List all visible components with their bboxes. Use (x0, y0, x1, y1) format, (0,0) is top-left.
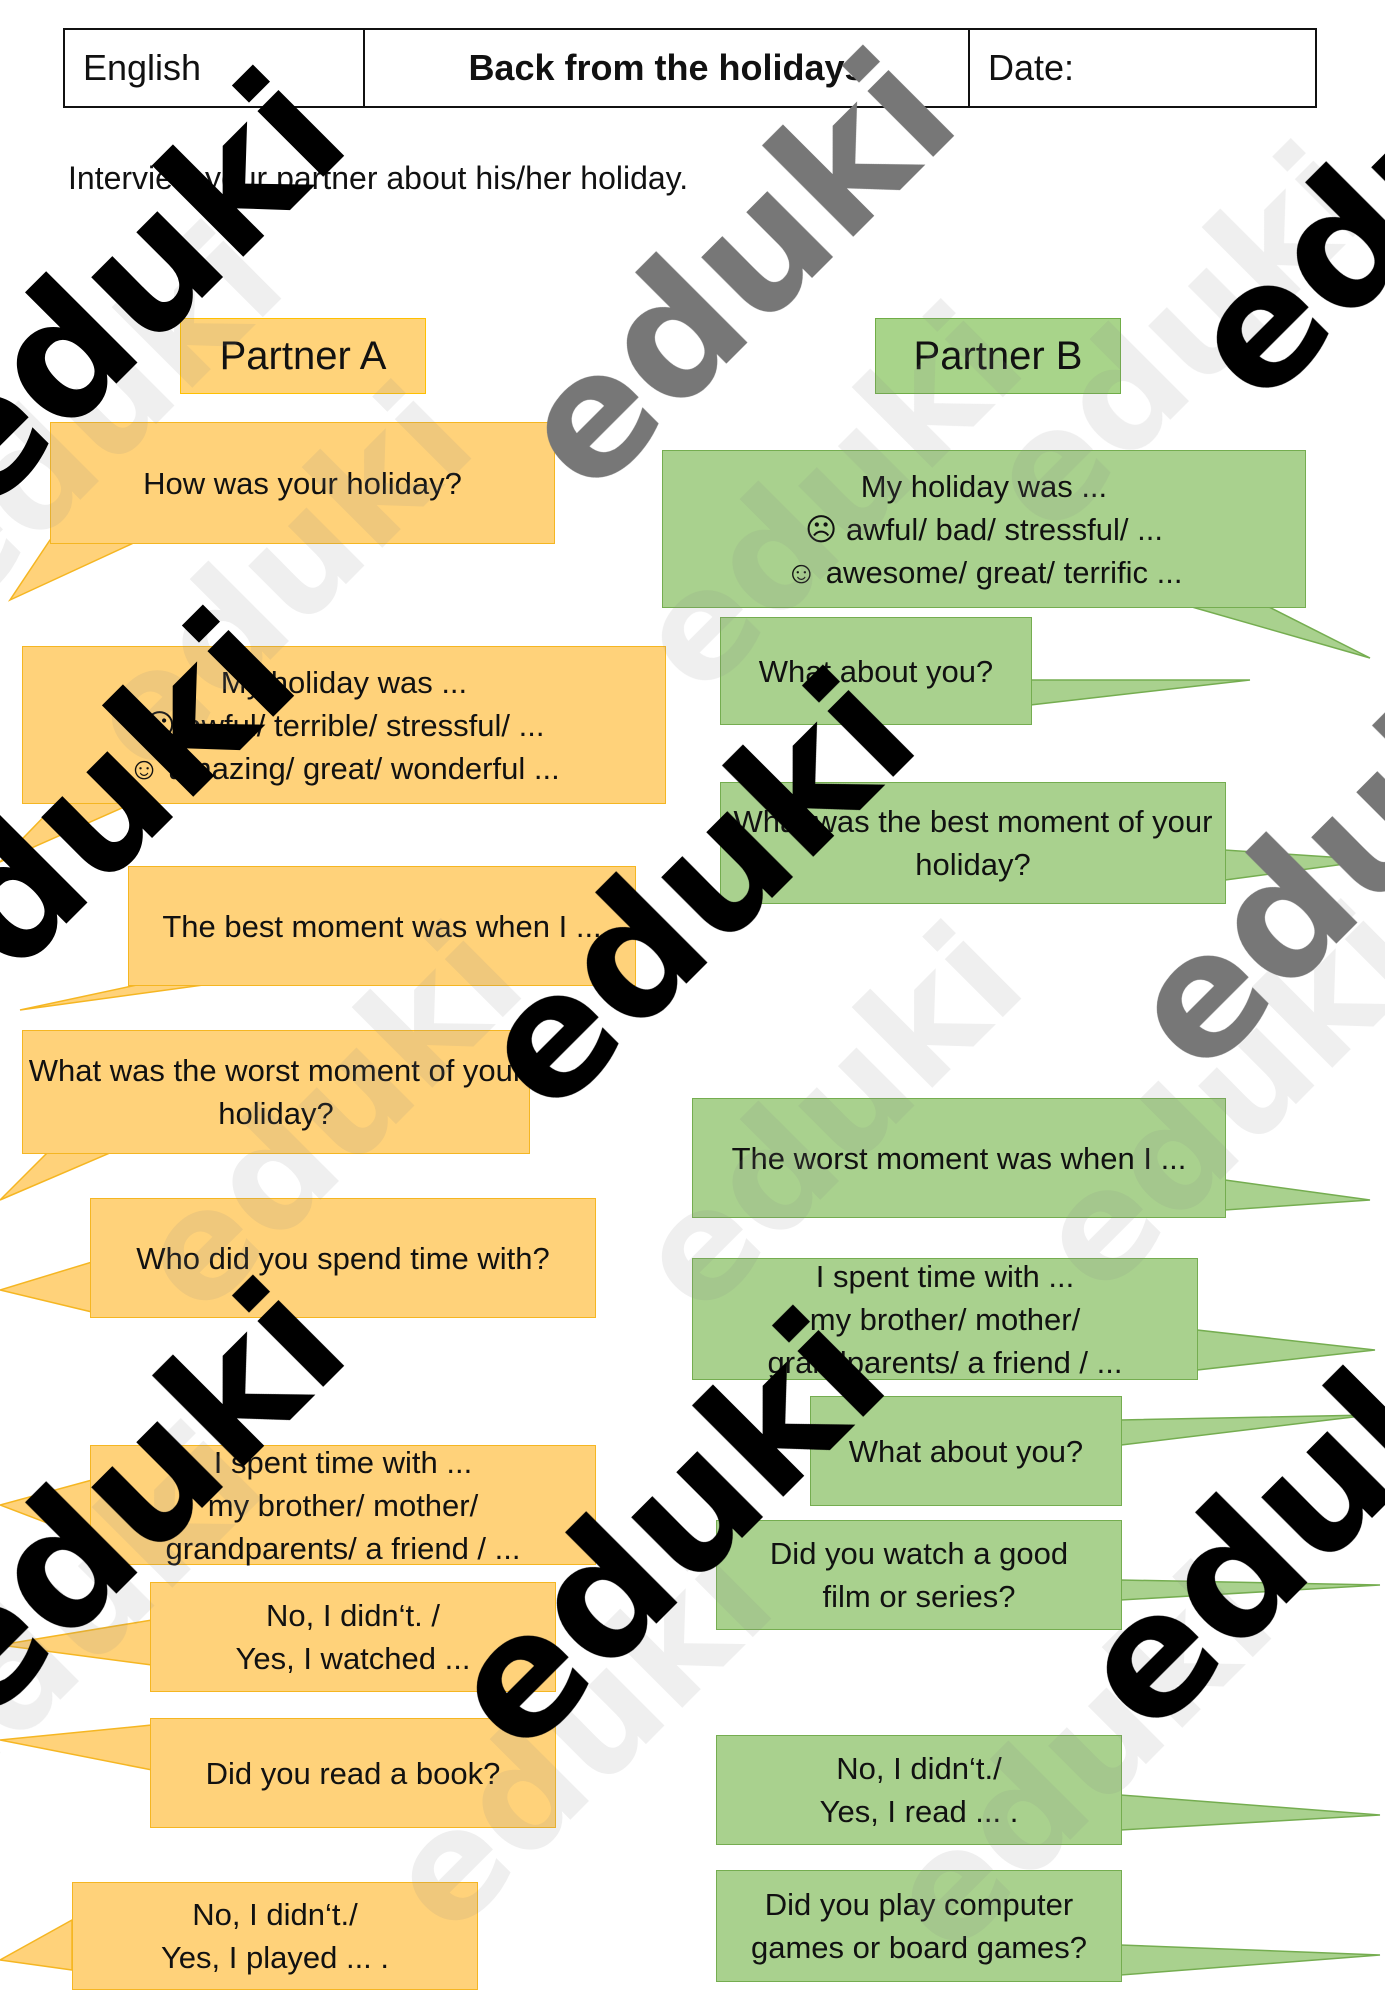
bubble-text: The worst moment was when I ... (731, 1140, 1187, 1176)
bubble-text: My holiday was ... ☹ awful/ terrible/ st… (128, 664, 560, 786)
partner-a-bubble: No, I didn‘t./ Yes, I played ... . (72, 1882, 478, 1990)
bubble-text: My holiday was ... ☹ awful/ bad/ stressf… (785, 468, 1183, 590)
bubble-text: What about you? (848, 1433, 1084, 1469)
bubble-text: Did you watch a good film or series? (769, 1536, 1069, 1614)
bubble-text: How was your holiday? (143, 465, 462, 501)
bubble-text: The best moment was when I ... (162, 908, 602, 944)
partner-b-bubble: What about you? (720, 617, 1032, 725)
partner-b-bubble: What was the best moment of your holiday… (720, 782, 1226, 904)
partner-a-bubble: Who did you spend time with? (90, 1198, 596, 1318)
worksheet-title: Back from the holidays (365, 30, 970, 106)
partner-b-bubble: Did you play computer games or board gam… (716, 1870, 1122, 1982)
bubble-text: I spent time with ... my brother/ mother… (767, 1258, 1123, 1380)
partner-b-bubble: The worst moment was when I ... (692, 1098, 1226, 1218)
bubble-text: What was the worst moment of your holida… (28, 1053, 524, 1131)
bubble-text: No, I didn‘t. / Yes, I watched ... (235, 1598, 471, 1676)
partner-a-bubble: I spent time with ... my brother/ mother… (90, 1445, 596, 1566)
bubble-text: What about you? (758, 653, 994, 689)
partner-b-bubble: Did you watch a good film or series? (716, 1520, 1122, 1630)
partner-b-bubble: My holiday was ... ☹ awful/ bad/ stressf… (662, 450, 1306, 608)
instruction-text: Interview your partner about his/her hol… (68, 160, 689, 196)
bubble-text: I spent time with ... my brother/ mother… (165, 1444, 521, 1566)
partner-b-bubble: I spent time with ... my brother/ mother… (692, 1258, 1198, 1380)
partner-a-bubble: No, I didn‘t. / Yes, I watched ... (150, 1582, 556, 1692)
bubble-text: Did you play computer games or board gam… (750, 1887, 1088, 1965)
bubble-text: What was the best moment of your holiday… (733, 804, 1213, 882)
partner-b-bubble: No, I didn‘t./ Yes, I read ... . (716, 1735, 1122, 1845)
partner-a-bubble: What was the worst moment of your holida… (22, 1030, 530, 1154)
partner-a-label: Partner A (180, 318, 426, 394)
partner-b-label: Partner B (875, 318, 1121, 394)
partner-a-bubble: My holiday was ... ☹ awful/ terrible/ st… (22, 646, 666, 804)
partner-a-bubble: Did you read a book? (150, 1718, 556, 1828)
partner-b-bubble: What about you? (810, 1396, 1122, 1506)
bubble-text: No, I didn‘t./ Yes, I played ... . (160, 1897, 390, 1975)
date-cell: Date: (988, 47, 1075, 88)
partner-a-bubble: The best moment was when I ... (128, 866, 636, 986)
bubble-text: Who did you spend time with? (136, 1240, 550, 1276)
partner-a-bubble: How was your holiday? (50, 422, 555, 544)
bubble-text: Did you read a book? (205, 1755, 501, 1791)
subject-cell: English (65, 30, 365, 106)
bubble-text: No, I didn‘t./ Yes, I read ... . (819, 1751, 1019, 1829)
worksheet-header: English Back from the holidays Date: (63, 28, 1317, 108)
